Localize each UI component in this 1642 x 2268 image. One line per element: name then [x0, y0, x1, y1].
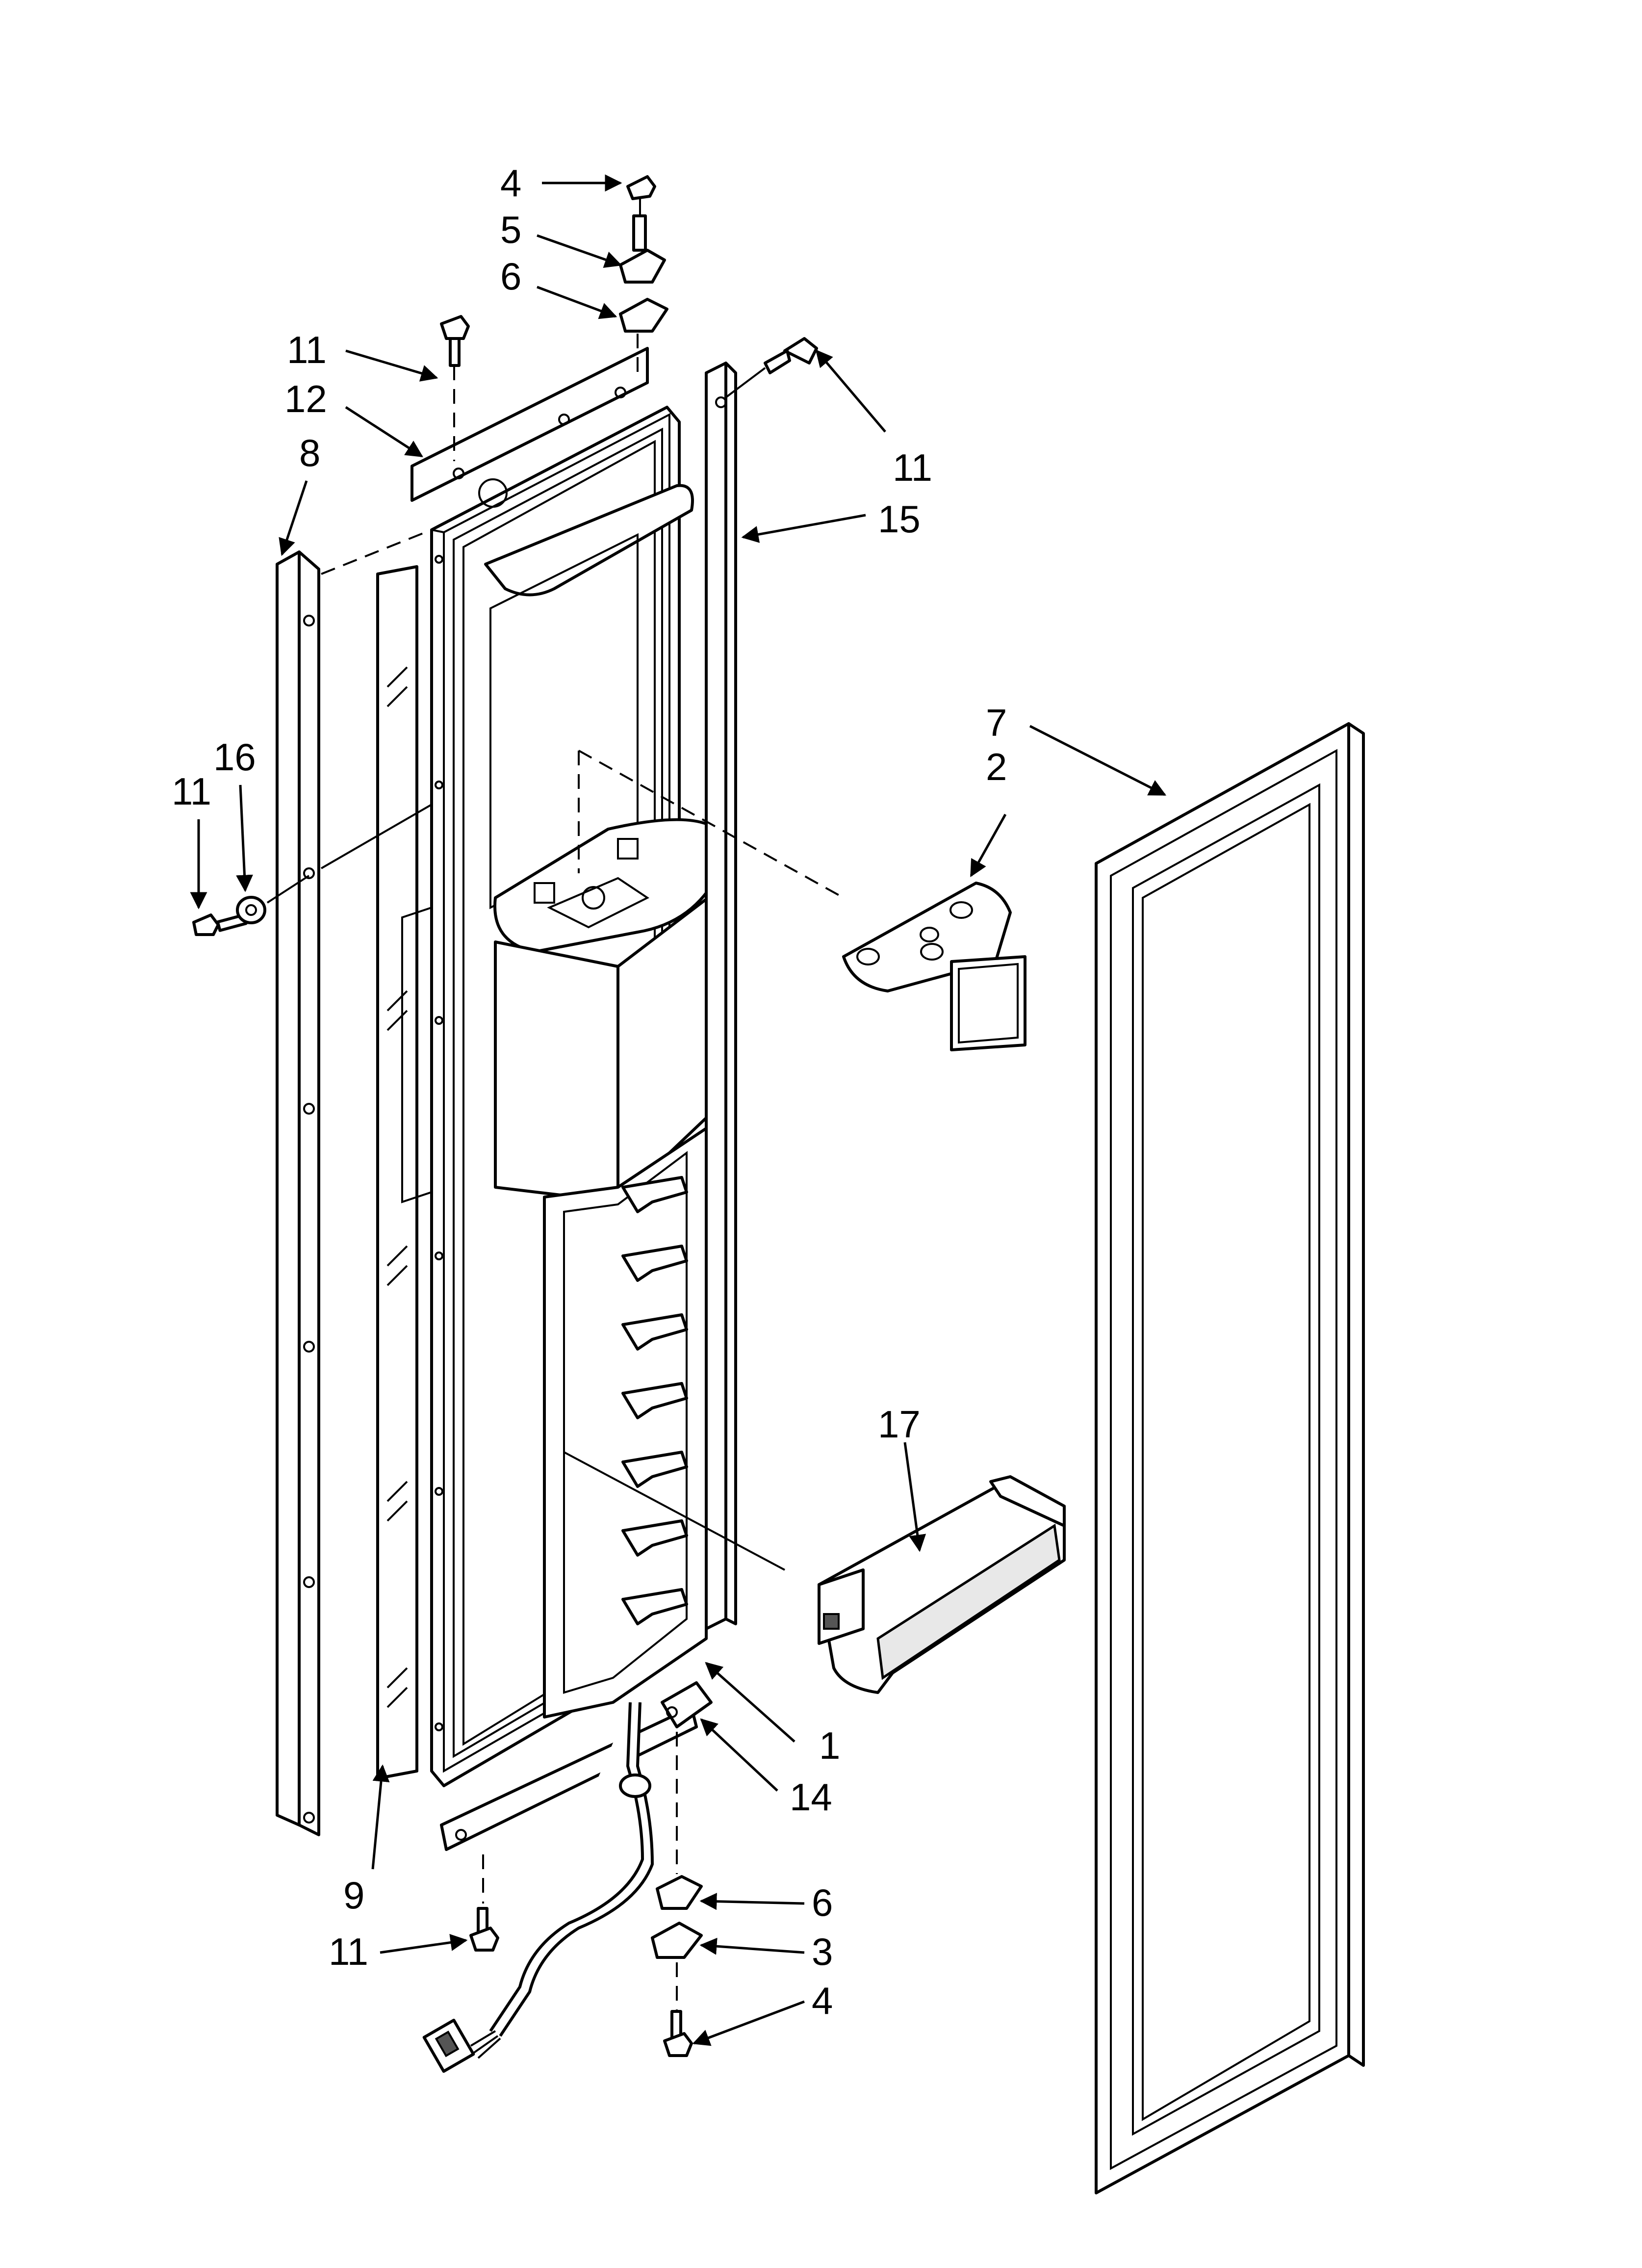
screw-11-right: [725, 337, 818, 398]
part-7-door-panel: [1095, 722, 1365, 2194]
callout-14: 14: [790, 1775, 832, 1819]
part-8-trim-strip: [276, 550, 320, 1836]
callout-4-bottom: 4: [812, 1979, 833, 2022]
callout-16: 16: [213, 735, 256, 779]
callout-5: 5: [500, 208, 521, 251]
part-2-hinge-plate: [842, 882, 1026, 1051]
callout-11-top-right: 11: [893, 446, 932, 489]
callout-8: 8: [299, 431, 320, 474]
callout-9: 9: [343, 1874, 364, 1917]
shelf-ribs: [621, 1176, 688, 1625]
screw-11-top: [440, 315, 470, 461]
callout-12: 12: [284, 377, 327, 420]
callout-leaders: [190, 174, 1167, 2046]
screw-11-left-and-washer-16: [192, 875, 310, 936]
part-15-trim-strip: [705, 362, 737, 1630]
callout-15: 15: [878, 497, 921, 541]
callout-7: 7: [986, 701, 1007, 744]
callout-3: 3: [812, 1930, 833, 1973]
callout-4-top: 4: [500, 161, 521, 205]
part-9-panel-strip: [376, 565, 433, 1780]
part-12-top-bracket: [410, 347, 649, 508]
part-17-door-bin: [818, 1475, 1066, 1694]
callout-17: 17: [878, 1403, 921, 1446]
callout-1: 1: [819, 1724, 840, 1767]
callout-6-top: 6: [500, 255, 521, 298]
callout-6-bottom: 6: [812, 1881, 833, 1924]
part-1-door-liner: [430, 406, 727, 1787]
callout-2: 2: [986, 745, 1007, 788]
callout-11-left: 11: [172, 770, 211, 813]
callout-labels: 4 5 6 11 12 8 11 15 7 2 16 11 17 1 14 9 …: [172, 161, 1007, 2022]
wire-harness: [422, 1702, 654, 2073]
bottom-hinge-hardware: [651, 1732, 703, 2057]
screw-11-bottom: [469, 1854, 499, 1952]
construction-lines: [320, 529, 844, 1571]
callout-11-bottom: 11: [329, 1930, 368, 1973]
callout-11-top-left: 11: [287, 328, 327, 371]
top-hinge-hardware: [619, 175, 668, 373]
